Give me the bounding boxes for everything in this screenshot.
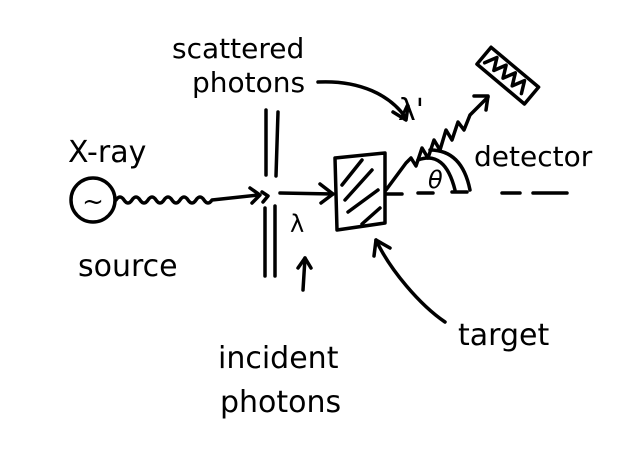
incident-wavelength-label: λ xyxy=(290,210,304,238)
source-label-line2: source xyxy=(78,249,178,284)
target-label: target xyxy=(458,318,549,353)
target-block xyxy=(333,151,387,232)
incident-arrowhead xyxy=(318,182,335,205)
target-pointer-head xyxy=(372,238,392,258)
angle-label: θ xyxy=(428,166,443,194)
scattered-photons-pointer-head xyxy=(391,104,410,122)
scattered-photons-pointer xyxy=(316,80,408,120)
incident-wave-arrowhead xyxy=(248,186,262,205)
dashed-baseline xyxy=(384,190,569,196)
target-hatching xyxy=(340,158,382,226)
incident-arrow xyxy=(278,191,335,196)
source-label-line1: X-ray xyxy=(68,135,146,170)
incident-label-line1: incident xyxy=(218,341,339,376)
scattered-wave xyxy=(384,95,490,192)
detector-label: detector xyxy=(474,140,593,173)
detector xyxy=(475,45,541,106)
scattered-label-line2: photons xyxy=(192,66,305,99)
target-pointer xyxy=(374,238,447,324)
slit-kink xyxy=(260,190,270,204)
source-symbol: ~ xyxy=(82,187,104,217)
angle-arc-outer xyxy=(428,148,472,192)
slit-bottom xyxy=(263,204,277,278)
angle-arc-inner xyxy=(416,156,457,192)
incident-photons-pointer-head xyxy=(296,256,313,270)
slit-top xyxy=(264,108,280,178)
incident-photons-pointer xyxy=(301,256,307,292)
scattered-arrowhead xyxy=(472,94,490,112)
incident-label-line2: photons xyxy=(220,385,341,420)
scattered-label-line1: scattered xyxy=(172,32,304,65)
incident-wave xyxy=(114,193,260,205)
